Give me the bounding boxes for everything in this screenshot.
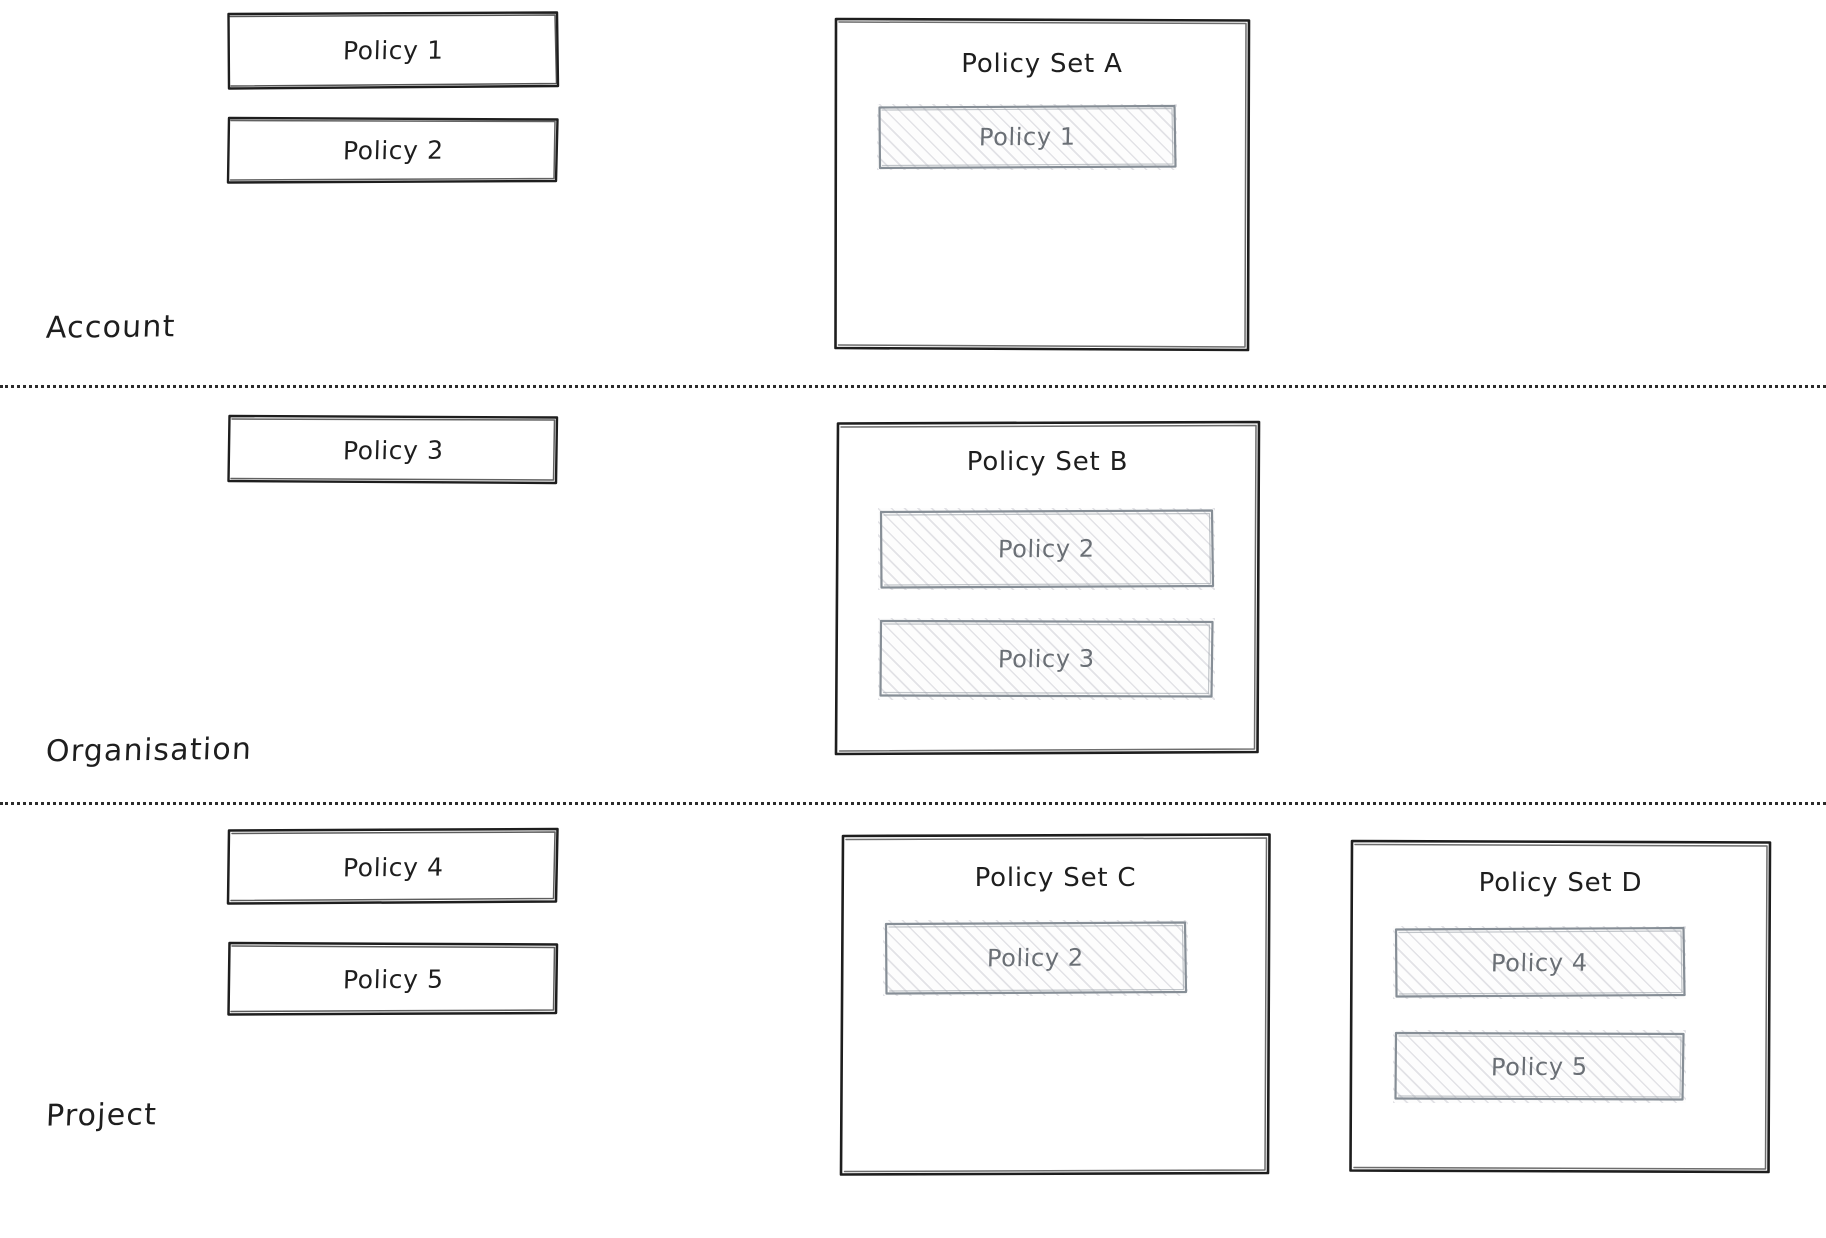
policy-box-label: Policy 2 <box>342 135 444 165</box>
policy-chip-label: Policy 2 <box>997 534 1096 564</box>
tier-divider-organisation-project <box>0 802 1826 805</box>
tier-label-account: Account <box>45 309 177 346</box>
policy-chip-policy-1[interactable]: Policy 1 <box>877 104 1177 170</box>
policy-set-title: Policy Set B <box>966 447 1129 477</box>
policy-chip-policy-2[interactable]: Policy 2 <box>883 920 1188 996</box>
policy-chip-label: Policy 5 <box>1490 1052 1589 1081</box>
policy-box-policy-4[interactable]: Policy 4 <box>226 827 560 907</box>
policy-box-label: Policy 5 <box>342 964 444 994</box>
policy-box-label: Policy 1 <box>342 35 444 65</box>
policy-set-title: Policy Set C <box>974 863 1137 893</box>
policy-box-policy-2[interactable]: Policy 2 <box>226 115 560 185</box>
policy-chip-label: Policy 2 <box>986 943 1085 973</box>
policy-box-policy-5[interactable]: Policy 5 <box>226 940 560 1018</box>
policy-set-b[interactable]: Policy Set B Policy 2 Policy 3 <box>833 420 1262 756</box>
policy-set-d[interactable]: Policy Set D Policy 4 Policy 5 <box>1348 838 1773 1176</box>
tier-label-project: Project <box>45 1097 158 1134</box>
policy-chip-label: Policy 3 <box>997 644 1096 674</box>
policy-set-title: Policy Set A <box>961 49 1123 79</box>
tier-label-organisation: Organisation <box>45 731 253 770</box>
policy-set-c[interactable]: Policy Set C Policy 2 <box>838 832 1273 1177</box>
policy-chip-policy-2[interactable]: Policy 2 <box>878 508 1215 590</box>
tier-divider-account-organisation <box>0 385 1826 388</box>
policy-set-title: Policy Set D <box>1478 868 1643 898</box>
policy-chip-policy-3[interactable]: Policy 3 <box>878 618 1215 700</box>
policy-chip-policy-4[interactable]: Policy 4 <box>1393 926 1686 999</box>
policy-box-policy-1[interactable]: Policy 1 <box>226 10 560 90</box>
policy-box-label: Policy 3 <box>342 435 444 465</box>
policy-chip-label: Policy 4 <box>1490 948 1589 977</box>
policy-chip-label: Policy 1 <box>978 122 1076 152</box>
policy-box-label: Policy 4 <box>342 852 444 882</box>
policy-set-a[interactable]: Policy Set A Policy 1 <box>832 16 1252 353</box>
policy-box-policy-3[interactable]: Policy 3 <box>226 413 560 487</box>
policy-chip-policy-5[interactable]: Policy 5 <box>1393 1030 1686 1103</box>
